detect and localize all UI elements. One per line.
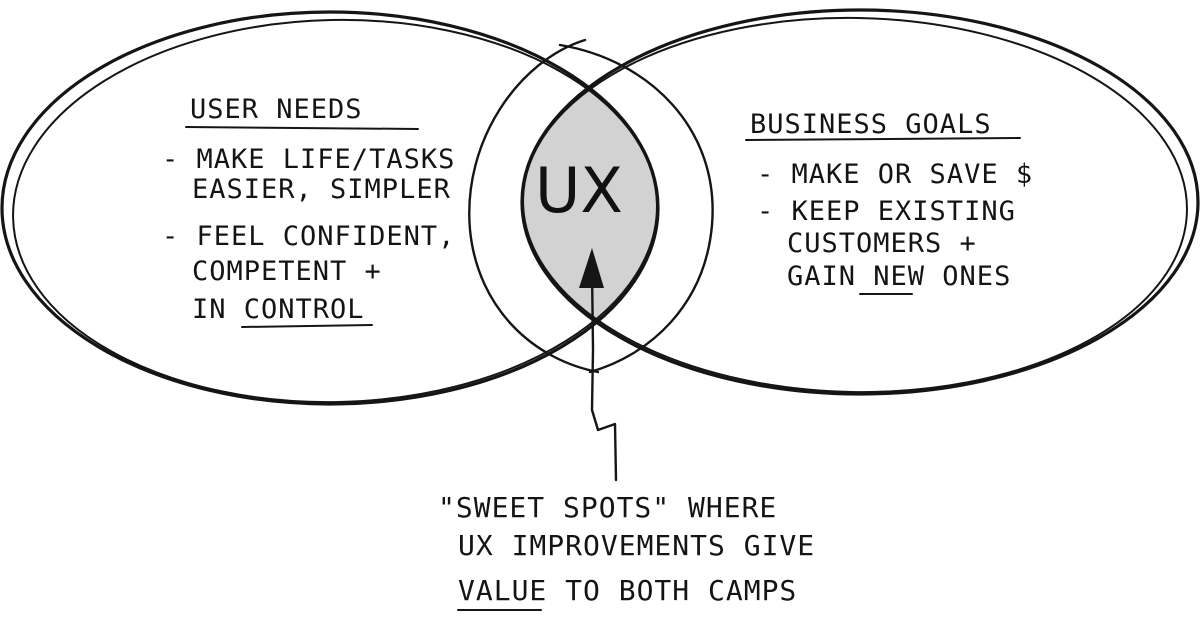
overlap-outline	[468, 38, 714, 374]
caption-line-1: "SWEET SPOTS" WHERE	[438, 491, 777, 524]
left-line-5: IN CONTROL	[192, 294, 365, 325]
left-line-1: - MAKE LIFE/TASKS	[162, 144, 455, 175]
caption-line-2: UX IMPROVEMENTS GIVE	[458, 529, 815, 562]
ux-label: UX	[535, 154, 623, 227]
right-line-4: GAIN NEW ONES	[787, 261, 1011, 292]
caption-line-3: VALUE TO BOTH CAMPS	[458, 574, 797, 607]
right-line-3: CUSTOMERS +	[787, 228, 977, 259]
right-heading: BUSINESS GOALS	[750, 109, 992, 140]
right-circle	[520, 8, 1200, 396]
right-heading-underline	[745, 137, 1021, 141]
control-underline	[241, 324, 373, 328]
right-line-2: - KEEP EXISTING	[757, 196, 1016, 227]
arrow-icon	[579, 248, 618, 482]
left-circle	[0, 10, 660, 406]
right-line-1: - MAKE OR SAVE $	[757, 159, 1033, 190]
left-line-3: - FEEL CONFIDENT,	[162, 221, 455, 252]
left-line-2: EASIER, SIMPLER	[192, 174, 451, 205]
left-heading: USER NEEDS	[190, 94, 363, 125]
left-heading-underline	[185, 126, 419, 130]
left-line-4: COMPETENT +	[192, 256, 382, 287]
